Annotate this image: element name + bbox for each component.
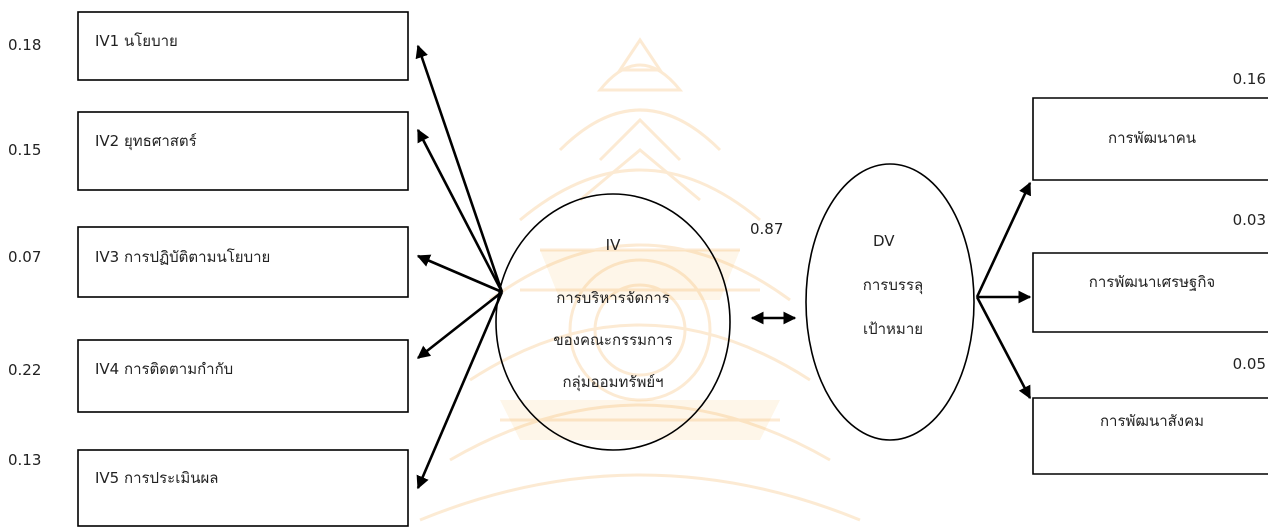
arrow-iv2 xyxy=(416,128,504,293)
correlation-value: 0.87 xyxy=(750,220,784,238)
iv-ellipse xyxy=(495,193,731,451)
dv3-coefficient: 0.05 xyxy=(1232,355,1266,373)
iv2-coefficient: 0.15 xyxy=(8,141,42,159)
arrow-iv5 xyxy=(416,291,504,490)
arrow-iv4 xyxy=(416,290,503,360)
iv2-box xyxy=(77,111,409,191)
iv-ellipse-line-2: การบริหารจัดการ xyxy=(556,289,670,307)
iv-ellipse-line-3: ของคณะกรรมการ xyxy=(553,331,673,349)
iv3-coefficient: 0.07 xyxy=(8,248,42,266)
dv-ellipse-line-2: การบรรลุ xyxy=(862,276,924,294)
iv1-box xyxy=(77,11,409,81)
dv2-box xyxy=(1032,252,1268,333)
iv3-label: IV3 การปฏิบัติตามนโยบาย xyxy=(95,248,271,266)
dv2-coefficient: 0.03 xyxy=(1232,211,1266,229)
arrow-iv3 xyxy=(416,254,503,294)
iv1-coefficient: 0.18 xyxy=(8,36,42,54)
dv-ellipse xyxy=(805,163,975,441)
dv1-label: การพัฒนาคน xyxy=(1108,129,1196,147)
iv5-label: IV5 การประเมินผล xyxy=(95,469,219,487)
iv4-label: IV4 การติดตามกำกับ xyxy=(95,360,234,378)
dv-ellipse-line-1: DV xyxy=(873,232,895,250)
iv1-label: IV1 นโยบาย xyxy=(95,32,178,50)
iv2-label: IV2 ยุทธศาสตร์ xyxy=(95,132,197,150)
dv1-coefficient: 0.16 xyxy=(1232,70,1266,88)
dv-ellipse-line-3: เป้าหมาย xyxy=(862,320,924,338)
iv4-box xyxy=(77,339,409,413)
arrow-iv1 xyxy=(415,44,504,293)
iv5-box xyxy=(77,449,409,527)
iv5-coefficient: 0.13 xyxy=(8,451,42,469)
arrow-dv1 xyxy=(975,181,1032,298)
dv3-box xyxy=(1032,397,1268,475)
dv1-box xyxy=(1032,97,1268,181)
dv3-label: การพัฒนาสังคม xyxy=(1099,412,1205,430)
iv3-box xyxy=(77,226,409,298)
iv-ellipse-line-4: กลุ่มออมทรัพย์ฯ xyxy=(562,373,664,391)
dv2-label: การพัฒนาเศรษฐกิจ xyxy=(1088,273,1216,291)
iv4-coefficient: 0.22 xyxy=(8,361,42,379)
iv-ellipse-line-1: IV xyxy=(605,236,621,254)
arrow-dv3 xyxy=(975,296,1032,400)
